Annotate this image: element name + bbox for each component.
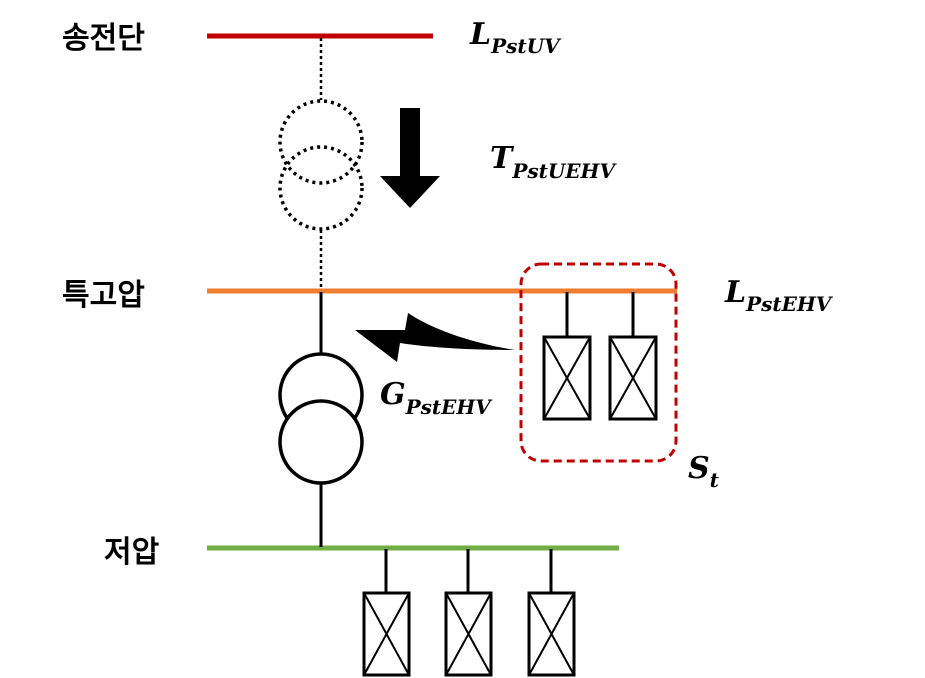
breaker-cross-b [609, 336, 657, 420]
breaker-cross-b [528, 592, 575, 676]
symbol-virtual-transformer-main: T [490, 141, 515, 176]
bus-label-transmission: 송전단 [62, 21, 145, 56]
symbol-transmission-line-main: L [469, 17, 491, 52]
storage-group-box [519, 262, 678, 463]
bus-label-low-voltage: 저압 [104, 535, 160, 570]
ehv-breaker-1 [542, 292, 592, 421]
breaker-box-icon [362, 591, 411, 677]
down-arrow-icon [380, 108, 440, 208]
symbol-virtual-transformer: TPstUEHV [490, 141, 617, 183]
symbol-virtual-transformer-sub: PstUEHV [511, 159, 617, 183]
breaker-box-icon [444, 591, 493, 677]
lv-breaker-2 [444, 549, 493, 677]
virtual-transformer-upper-winding [278, 99, 364, 185]
symbol-storage-group: St [688, 451, 720, 492]
curved-left-arrow-icon [355, 313, 515, 362]
bus-label-ehv: 특고압 [62, 278, 145, 313]
ehv-breaker-2 [608, 292, 658, 421]
virtual-transformer [278, 38, 364, 290]
symbol-generator-transformer-sub: PstEHV [405, 395, 494, 419]
breaker-box-icon [542, 335, 592, 421]
lv-breaker-3 [527, 549, 576, 677]
breaker-cross-b [445, 592, 492, 676]
symbol-transmission-line-sub: PstUV [490, 34, 562, 58]
breaker-box-icon [608, 335, 658, 421]
breaker-cross-b [543, 336, 591, 420]
symbol-ehv-line-main: L [724, 275, 746, 310]
symbol-ehv-line: LPstEHV [724, 275, 834, 316]
breaker-box-icon [527, 591, 576, 677]
symbol-generator-transformer-main: G [380, 377, 406, 412]
symbol-transmission-line: LPstUV [469, 17, 562, 58]
lv-breaker-1 [362, 549, 411, 677]
virtual-transformer-lower-winding [278, 145, 364, 231]
transformer [278, 292, 364, 547]
breaker-cross-b [363, 592, 410, 676]
symbol-ehv-line-sub: PstEHV [745, 292, 834, 316]
symbol-storage-group-main: S [688, 451, 710, 486]
transformer-lower-winding [278, 399, 364, 485]
symbol-generator-transformer: GPstEHV [380, 377, 493, 419]
symbol-storage-group-sub: t [710, 468, 720, 492]
